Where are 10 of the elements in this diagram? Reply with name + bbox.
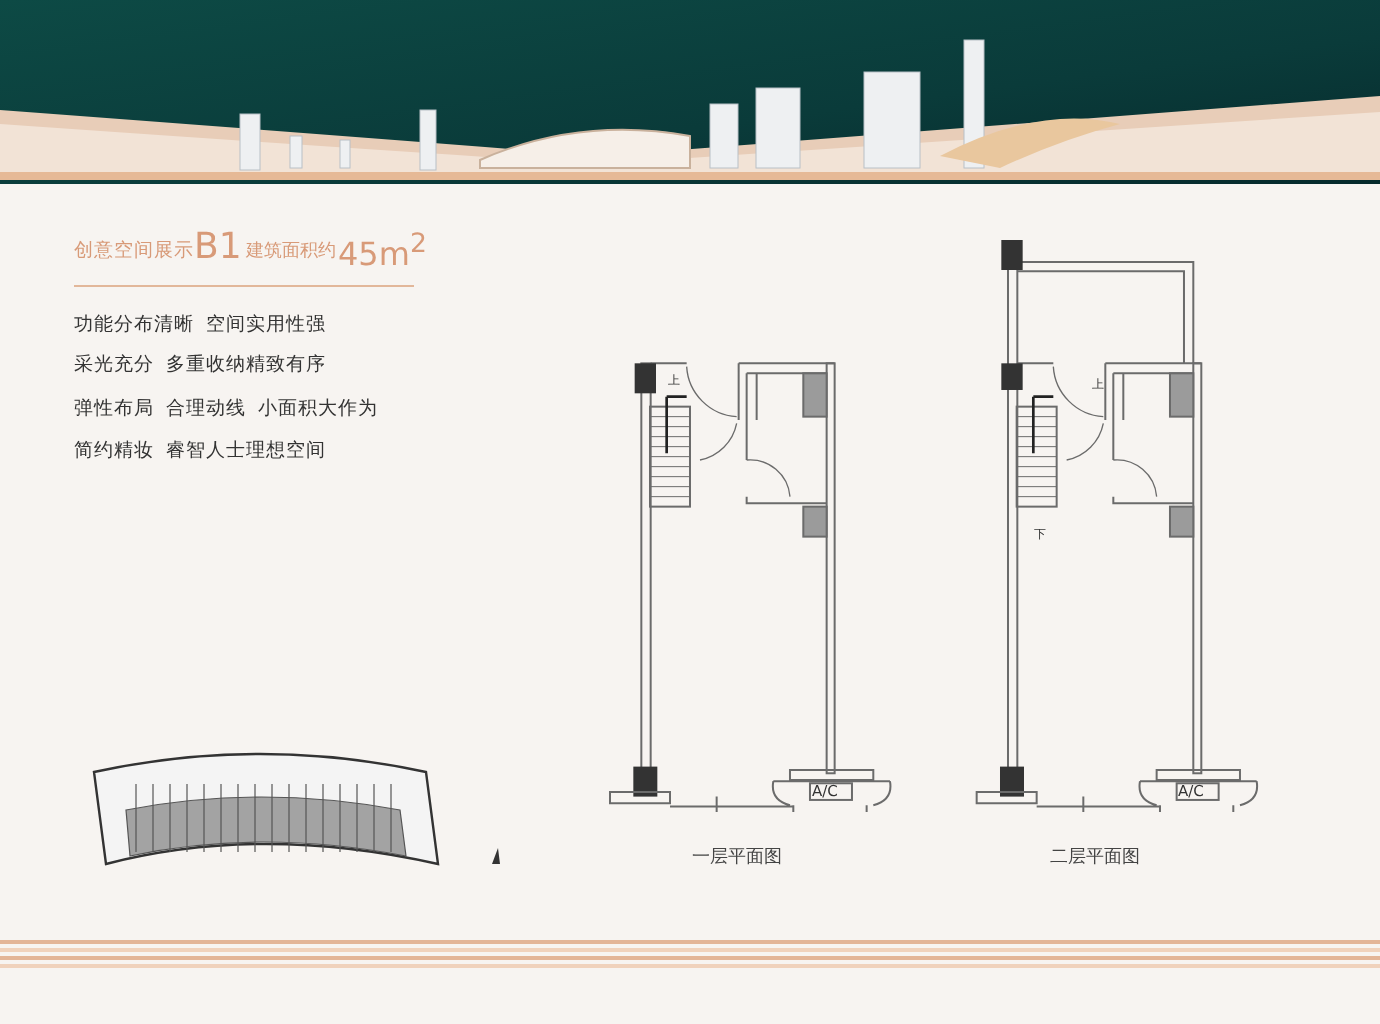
feature-text: 弹性布局 合理动线 小面积大作为: [74, 400, 379, 419]
feature-text: 简约精妆 睿智人士理想空间: [74, 442, 327, 461]
plan-caption: 一层平面图: [692, 850, 782, 868]
feature-text: 功能分布清晰 空间实用性强: [74, 316, 327, 335]
section-label: 创意空间展示: [74, 242, 194, 261]
feature-text: 采光充分 多重收纳精致有序: [74, 356, 327, 375]
area-label: 建筑面积约: [246, 244, 336, 262]
area-value: 45m$^{2}$: [338, 232, 427, 271]
plan-caption: 二层平面图: [1050, 850, 1140, 868]
unit-type-code: B1: [194, 230, 242, 266]
